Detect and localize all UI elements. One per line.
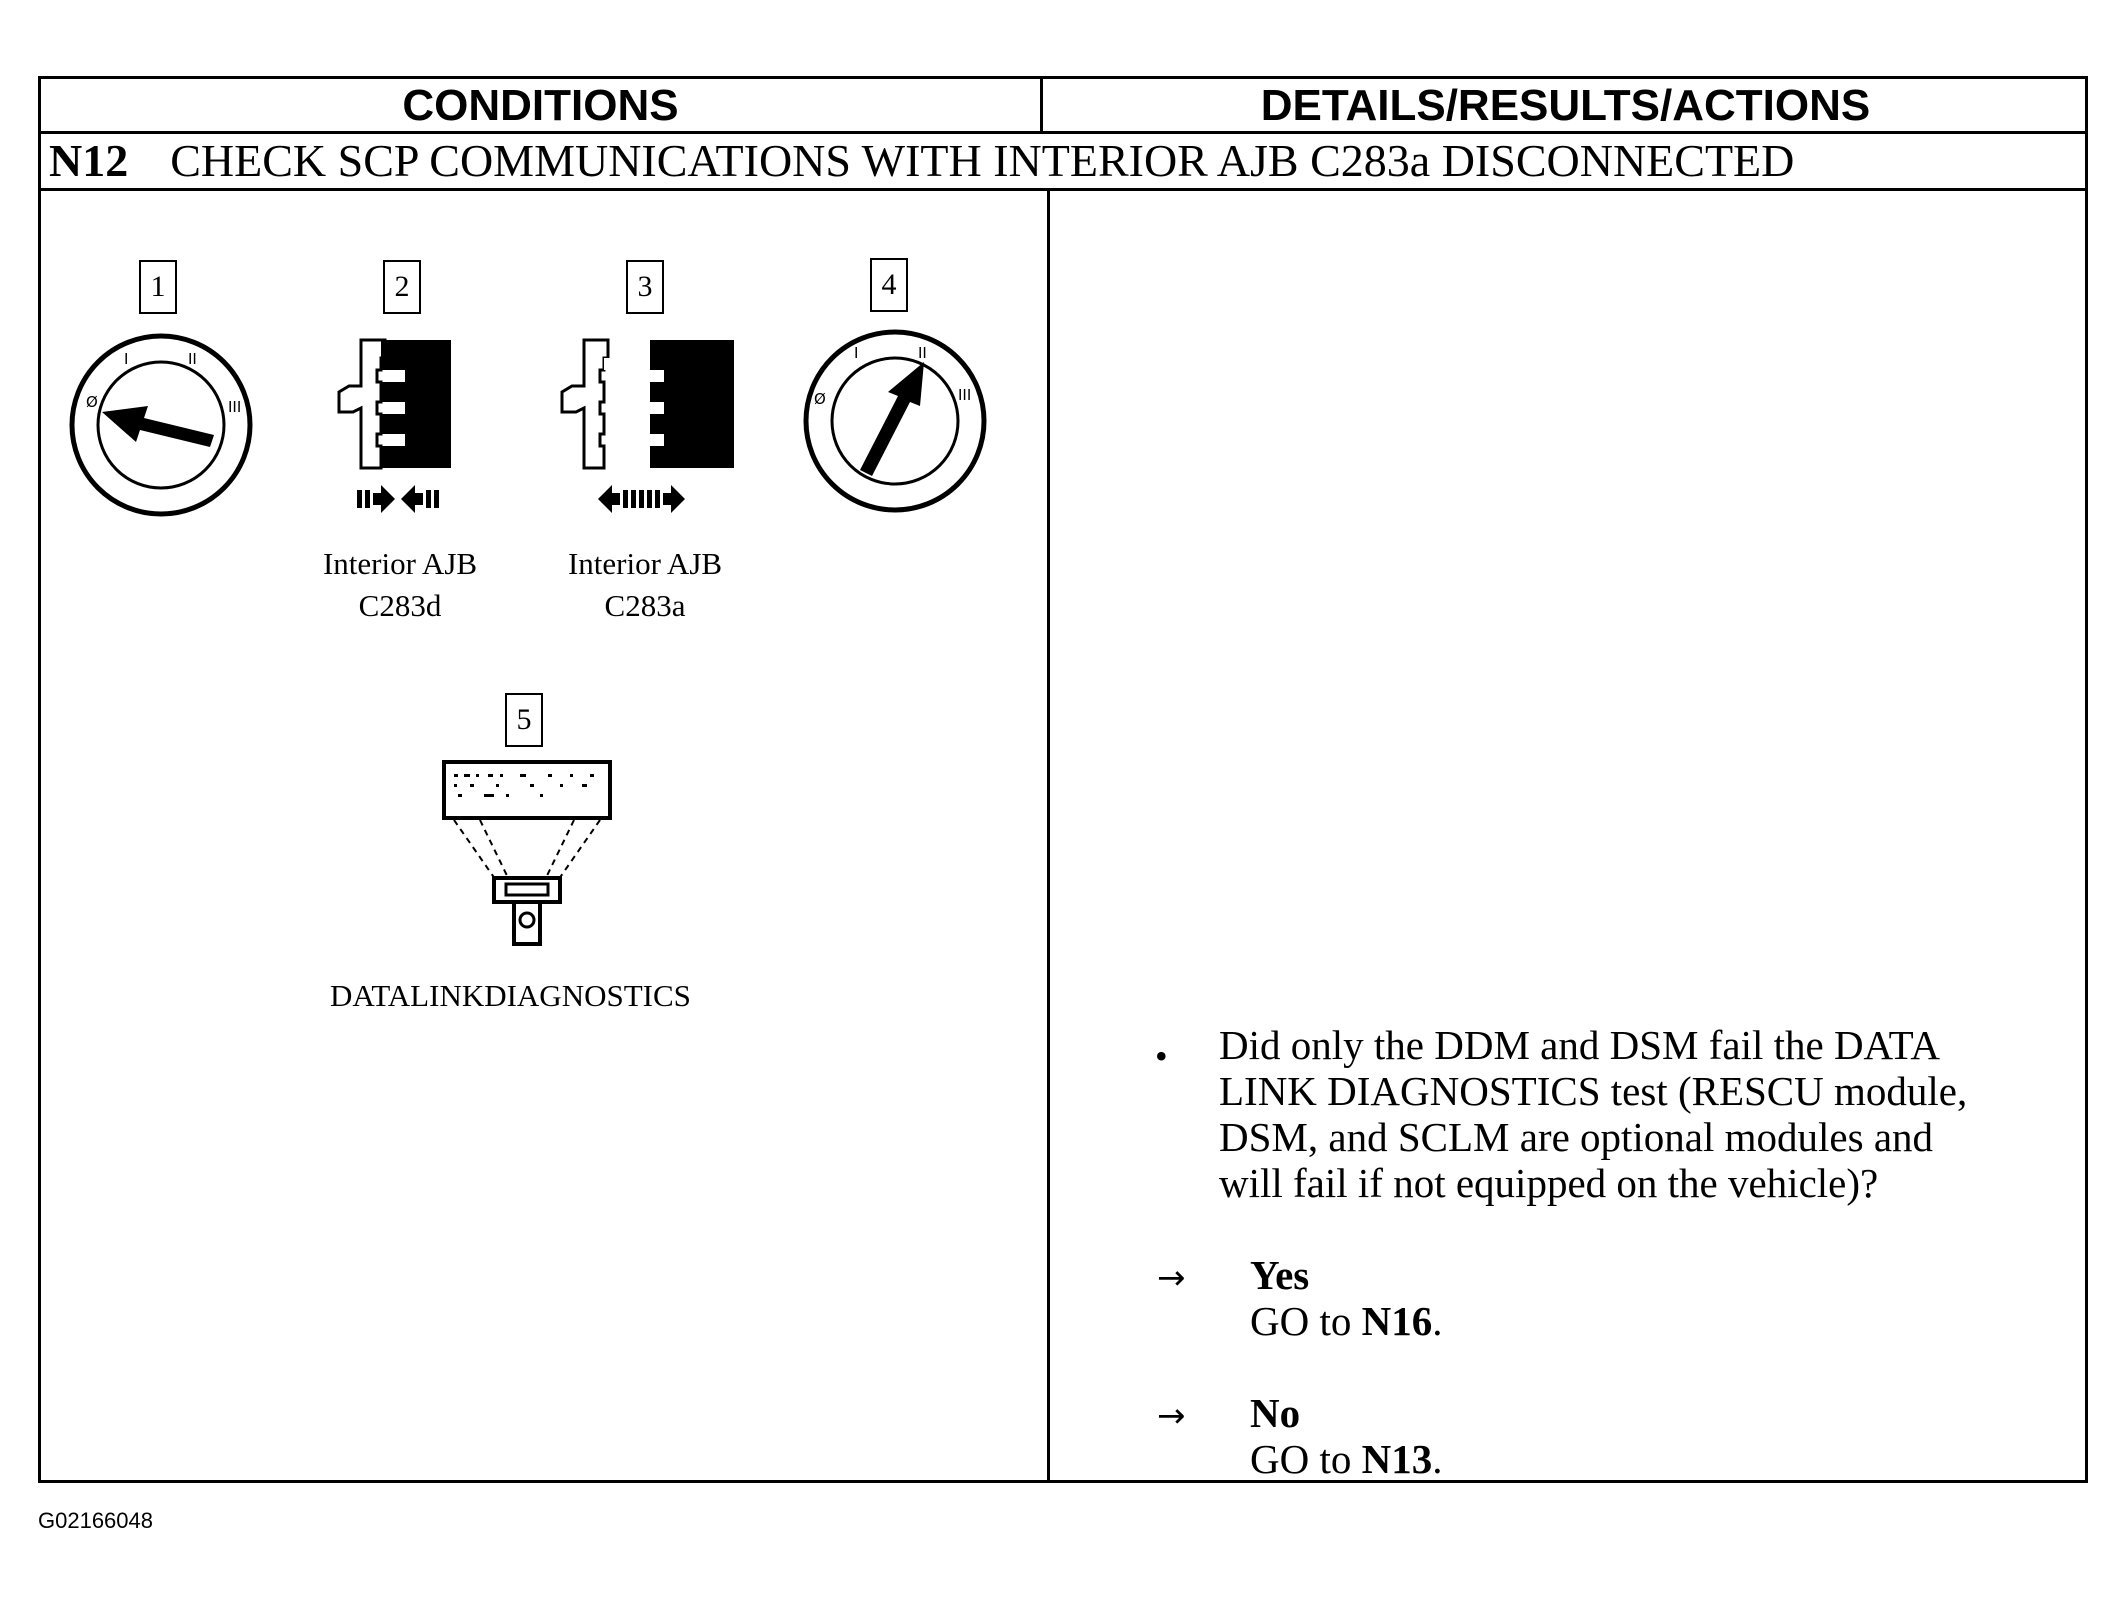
step-box-1: 1 (139, 260, 177, 314)
step-box-2: 2 (383, 260, 421, 314)
switch-mark-off-run: Ø (814, 390, 826, 408)
header-rule (41, 131, 2085, 134)
switch-mark-1: I (124, 350, 128, 368)
caption-datalink-diagnostics: DATALINKDIAGNOSTICS (330, 978, 691, 1013)
answer-no-suffix: . (1432, 1436, 1443, 1482)
switch-mark-2: II (188, 350, 197, 368)
answer-yes-action: GO to N16. (1250, 1298, 1442, 1344)
procedure-table: CONDITIONS DETAILS/RESULTS/ACTIONS N12 CH… (38, 76, 2088, 1483)
caption-c283a-line1: Interior AJB (567, 546, 723, 581)
answer-yes: Yes GO to N16. (1250, 1252, 1442, 1344)
step-title: CHECK SCP COMMUNICATIONS WITH INTERIOR A… (170, 135, 1795, 186)
arrow-no-icon: → (1157, 1396, 1186, 1436)
answer-no: No GO to N13. (1250, 1390, 1442, 1482)
document-id: G02166048 (38, 1508, 153, 1533)
caption-c283d-line1: Interior AJB (322, 546, 478, 581)
question-line-2: LINK DIAGNOSTICS test (RESCU module, (1219, 1068, 1968, 1114)
step-box-5: 5 (505, 693, 543, 747)
caption-c283a: Interior AJB C283a (545, 543, 745, 627)
switch-mark-3: III (228, 398, 241, 416)
answer-yes-prefix: GO to (1250, 1298, 1362, 1344)
step-box-4: 4 (870, 258, 908, 312)
question-bullet: • (1155, 1036, 1168, 1076)
answer-no-prefix: GO to (1250, 1436, 1362, 1482)
arrow-yes-icon: → (1157, 1258, 1186, 1298)
step-number: N12 (49, 135, 129, 186)
connector-connected-icon (337, 338, 451, 513)
diagnostic-tester-icon (442, 760, 612, 946)
step-title-row: N12 CHECK SCP COMMUNICATIONS WITH INTERIO… (49, 135, 1794, 187)
answer-no-label: No (1250, 1390, 1301, 1436)
caption-c283d-line2: C283d (358, 588, 442, 623)
question-text: Did only the DDM and DSM fail the DATA L… (1219, 1022, 2079, 1206)
switch-mark-3-run: III (958, 386, 971, 404)
answer-yes-target: N16 (1361, 1298, 1433, 1344)
header-divider (1040, 79, 1043, 131)
switch-mark-off: Ø (86, 393, 98, 411)
question-line-1: Did only the DDM and DSM fail the DATA (1219, 1022, 1940, 1068)
step-rule (41, 188, 2085, 191)
details-header: DETAILS/RESULTS/ACTIONS (1260, 81, 1871, 130)
answer-no-target: N13 (1361, 1436, 1433, 1482)
switch-mark-1-run: I (854, 344, 858, 362)
question-line-4: will fail if not equipped on the vehicle… (1219, 1160, 1879, 1206)
switch-mark-2-run: II (918, 344, 927, 362)
answer-no-action: GO to N13. (1250, 1436, 1442, 1482)
caption-c283a-line2: C283a (604, 588, 686, 623)
ignition-off-icon: Ø I II III (69, 333, 253, 517)
column-divider (1047, 191, 1050, 1483)
connector-disconnected-icon (560, 338, 734, 513)
answer-yes-label: Yes (1250, 1252, 1310, 1298)
conditions-header: CONDITIONS (402, 81, 679, 130)
caption-c283d: Interior AJB C283d (300, 543, 500, 627)
answer-yes-suffix: . (1432, 1298, 1443, 1344)
ignition-run-icon: Ø I II III (803, 329, 987, 513)
question-line-3: DSM, and SCLM are optional modules and (1219, 1114, 1934, 1160)
step-box-3: 3 (626, 260, 664, 314)
